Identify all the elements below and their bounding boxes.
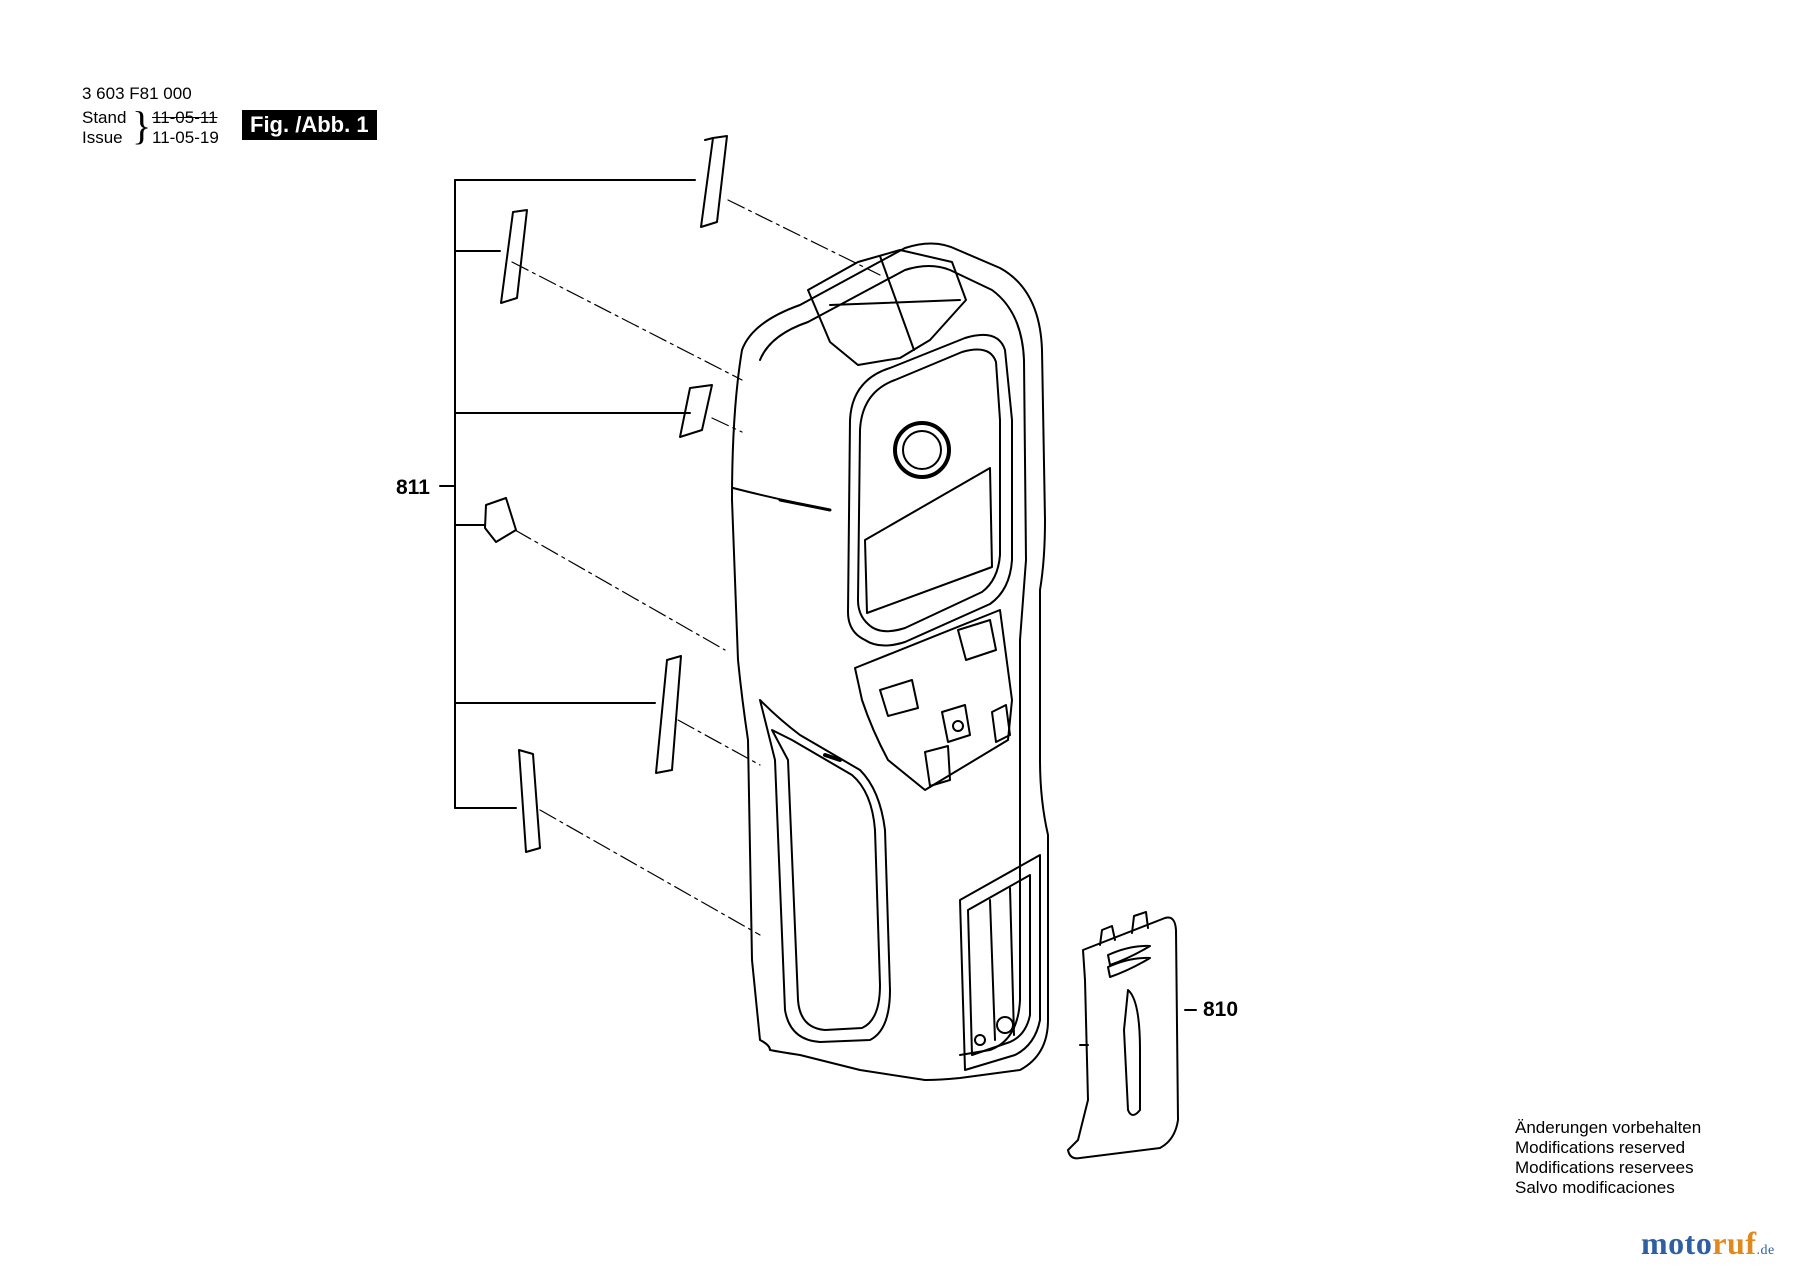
battery-cover-810 — [1067, 911, 1197, 1160]
issue-date: 11-05-19 — [152, 128, 219, 147]
part-number: 3 603 F81 000 — [82, 84, 192, 103]
brand-logo: motoruf.de — [1641, 1225, 1775, 1262]
callout-811: 811 — [396, 476, 430, 499]
bracket-811 — [439, 179, 696, 809]
stand-label: Stand — [82, 108, 127, 127]
brace-symbol: } — [132, 103, 152, 148]
device-housing — [731, 242, 1049, 1081]
brand-tld: .de — [1756, 1243, 1775, 1258]
label-pads-811 — [484, 135, 728, 853]
leader-lines — [511, 199, 881, 936]
note-de: Änderungen vorbehalten — [1515, 1118, 1702, 1137]
figure-badge: Fig. /Abb. 1 — [242, 110, 377, 140]
modification-notes: Änderungen vorbehalten Modifications res… — [1515, 1118, 1701, 1198]
note-es: Salvo modificaciones — [1515, 1178, 1675, 1197]
brand-part2: ruf — [1712, 1225, 1757, 1261]
callout-810: 810 — [1203, 998, 1239, 1021]
note-en: Modifications reserved — [1515, 1138, 1686, 1157]
issue-label: Issue — [82, 128, 123, 147]
stand-date: 11-05-11 — [152, 108, 218, 127]
brand-part1: moto — [1641, 1225, 1713, 1261]
note-fr: Modifications reservees — [1515, 1158, 1694, 1177]
